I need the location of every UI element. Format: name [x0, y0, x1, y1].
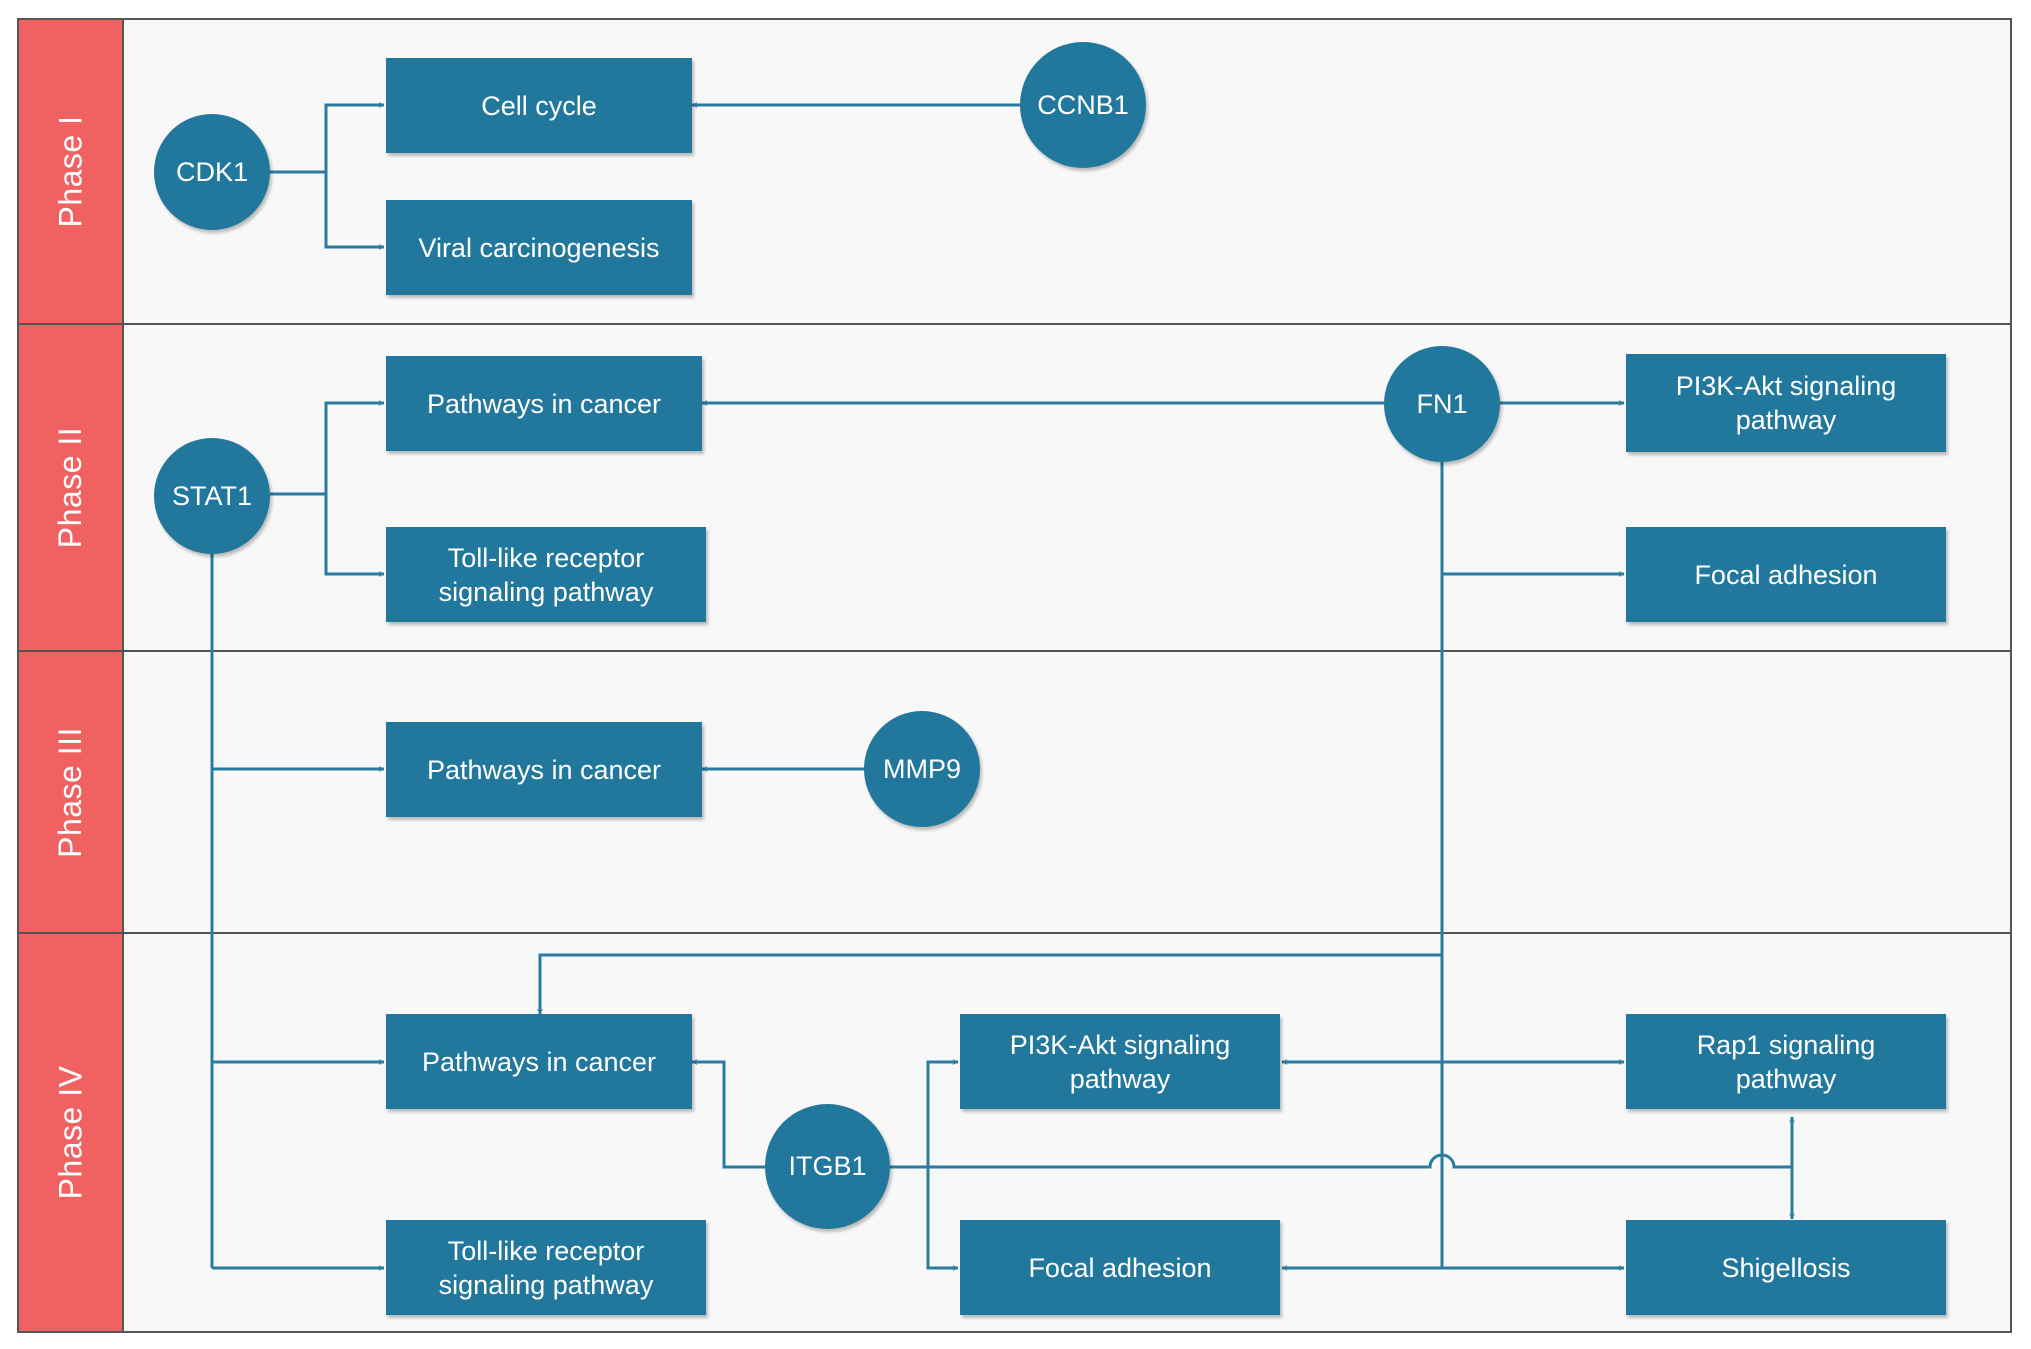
- edge-cdk1-cell-cycle: [270, 102, 385, 174]
- pathway-pathways-in-cancer-p2: Pathways in cancer: [386, 356, 702, 451]
- pathway-rap1: Rap1 signaling pathway: [1626, 1014, 1946, 1109]
- gene-mmp9: MMP9: [864, 711, 980, 827]
- phase-1-lane: [17, 18, 2012, 325]
- edge-stat1-pathways-cancer: [270, 400, 385, 496]
- pathway-pi3k-akt-p4: PI3K-Akt signaling pathway: [960, 1014, 1280, 1109]
- pathway-tlr-p2: Toll-like receptor signaling pathway: [386, 527, 706, 622]
- edge-fn1-p4-cancer: [537, 953, 1442, 1015]
- edge-stat1-tlr: [324, 494, 385, 577]
- gene-stat1: STAT1: [154, 438, 270, 554]
- pathway-focal-adhesion-p2: Focal adhesion: [1626, 527, 1946, 622]
- pathway-focal-adhesion-p4: Focal adhesion: [960, 1220, 1280, 1315]
- phase-2-label: Phase II: [17, 323, 124, 652]
- pathway-tlr-p4: Toll-like receptor signaling pathway: [386, 1220, 706, 1315]
- pathway-viral-carcinogenesis: Viral carcinogenesis: [386, 200, 692, 295]
- phase-1-label: Phase I: [17, 18, 124, 325]
- gene-ccnb1: CCNB1: [1020, 42, 1146, 168]
- edge-cdk1-viral: [324, 172, 385, 250]
- edge-itgb1-shigellosis-hop: [890, 1153, 1792, 1169]
- pathway-cell-cycle: Cell cycle: [386, 58, 692, 153]
- pathway-pathways-in-cancer-p4: Pathways in cancer: [386, 1014, 692, 1109]
- gene-itgb1: ITGB1: [765, 1104, 890, 1229]
- edge-itgb1-pathways-cancer: [691, 1059, 765, 1169]
- phase-4-label: Phase IV: [17, 932, 124, 1333]
- edge-itgb1-focal: [926, 1167, 959, 1271]
- gene-fn1: FN1: [1384, 346, 1500, 462]
- phase-3-label: Phase III: [17, 650, 124, 934]
- gene-cdk1: CDK1: [154, 114, 270, 230]
- pathway-shigellosis: Shigellosis: [1626, 1220, 1946, 1315]
- pathway-pi3k-akt-p2: PI3K-Akt signaling pathway: [1626, 354, 1946, 452]
- pathway-pathways-in-cancer-p3: Pathways in cancer: [386, 722, 702, 817]
- edge-itgb1-pi3k: [890, 1059, 959, 1169]
